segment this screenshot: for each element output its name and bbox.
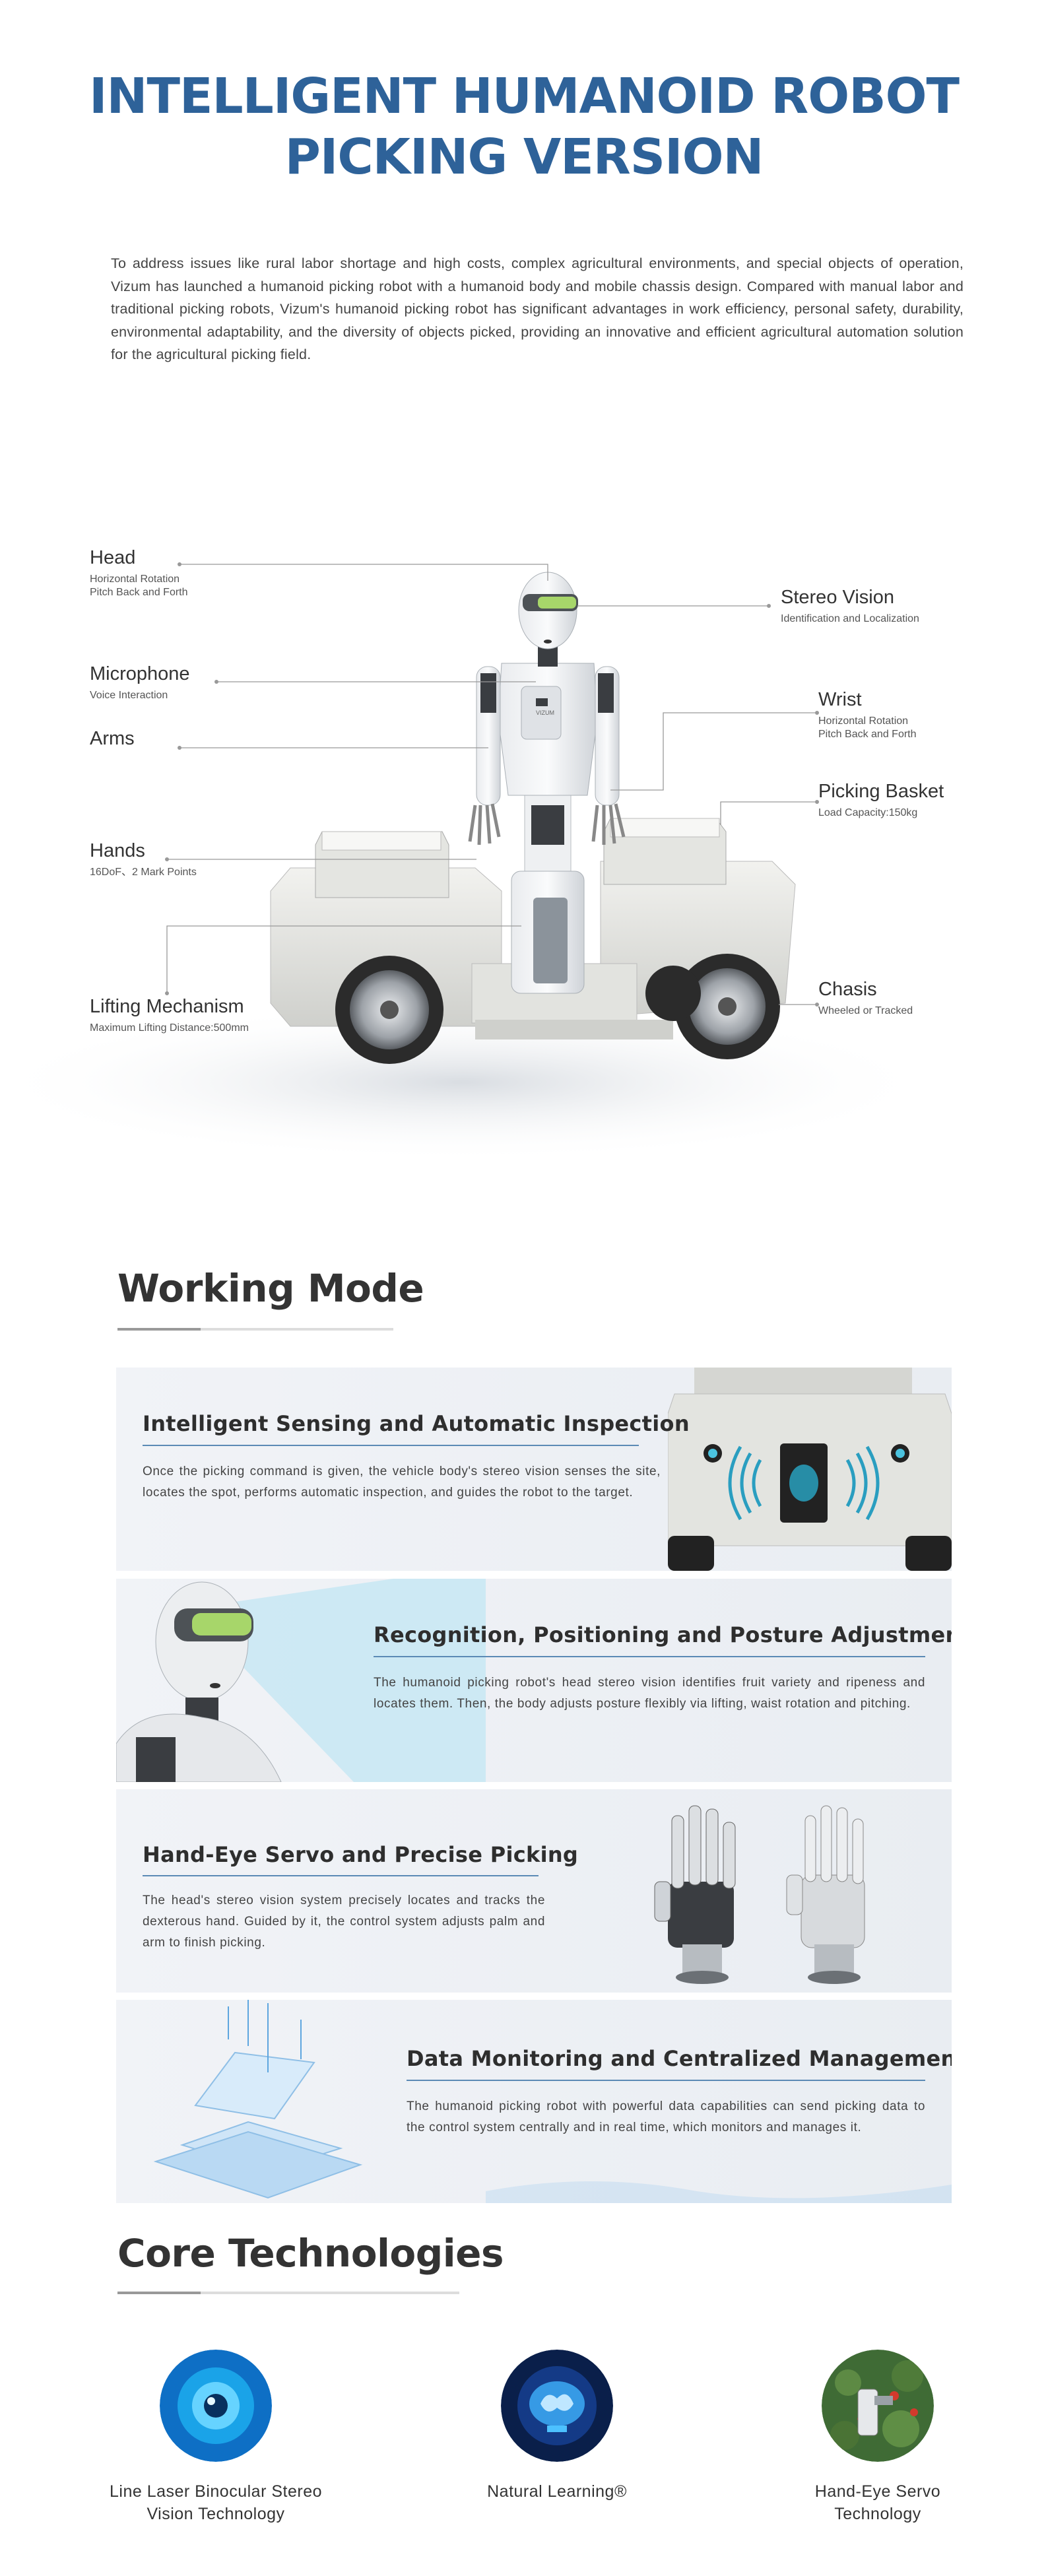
chassis [270, 861, 796, 1040]
label-hands-title: Hands [90, 840, 145, 861]
label-microphone-title: Microphone [90, 663, 190, 684]
brain-icon [501, 2350, 613, 2462]
tech-label-hand-eye-line2: Technology [834, 2505, 921, 2523]
mode-card-1-text: Once the picking command is given, the v… [143, 1465, 661, 1500]
mode-card-3-underline [143, 1875, 539, 1876]
mode-card-2-underline [374, 1656, 925, 1657]
tech-label-hand-eye-line1: Hand-Eye Servo [814, 2482, 941, 2501]
humanoid-robot [468, 572, 626, 994]
chassis-camera-image [668, 1368, 952, 1571]
tech-label-stereo-line2: Vision Technology [147, 2505, 285, 2523]
hand-eye-servo-icon [822, 2350, 934, 2462]
title-line-1: INTELLIGENT HUMANOID ROBOT [89, 68, 960, 125]
mode-card-4: Data Monitoring and Centralized Manageme… [116, 2000, 952, 2203]
mode-card-2: Recognition, Positioning and Posture Adj… [116, 1579, 952, 1782]
mode-card-1: Intelligent Sensing and Automatic Inspec… [116, 1368, 952, 1571]
tech-item-stereo-vision: Line Laser Binocular Stereo Vision Techn… [77, 2350, 354, 2525]
core-tech-divider [117, 2292, 459, 2294]
mode-card-2-title: Recognition, Positioning and Posture Adj… [374, 1622, 952, 1647]
label-wrist-sub2: Pitch Back and Forth [818, 729, 917, 740]
label-lifting-title: Lifting Mechanism [90, 996, 244, 1017]
mode-card-3-title: Hand-Eye Servo and Precise Picking [143, 1842, 579, 1867]
label-wrist-title: Wrist [818, 689, 862, 710]
mode-card-3-text: The head's stereo vision system precisel… [143, 1894, 545, 1950]
core-tech-title: Core Technologies [117, 2231, 504, 2276]
label-stereo-title: Stereo Vision [781, 587, 894, 608]
robot-diagram: VIZUM Head Horizontal Rotation Pitch Bac… [0, 502, 1048, 1162]
tech-label-natural-line1: Natural Learning® [487, 2482, 627, 2501]
label-wrist-sub1: Horizontal Rotation [818, 715, 909, 727]
robot-head-scan-image [116, 1579, 486, 1782]
tech-label-stereo: Line Laser Binocular Stereo Vision Techn… [77, 2480, 354, 2525]
label-lifting: Lifting Mechanism Maximum Lifting Distan… [90, 995, 249, 1035]
label-hands-sub1: 16DoF、2 Mark Points [90, 867, 197, 878]
label-head-sub2: Pitch Back and Forth [90, 587, 188, 598]
label-chasis-sub1: Wheeled or Tracked [818, 1005, 913, 1016]
label-wrist: Wrist Horizontal Rotation Pitch Back and… [818, 688, 917, 741]
mode-card-3: Hand-Eye Servo and Precise Picking The h… [116, 1789, 952, 1993]
working-mode-title: Working Mode [117, 1266, 424, 1311]
wheels [335, 954, 780, 1064]
dexterous-hands-image [654, 1805, 865, 1984]
label-chasis-title: Chasis [818, 979, 877, 1000]
tech-label-hand-eye: Hand-Eye Servo Technology [739, 2480, 1016, 2525]
black-hand [654, 1805, 736, 1984]
intro-paragraph: To address issues like rural labor short… [111, 255, 964, 362]
tech-label-natural-learning: Natural Learning® [418, 2480, 696, 2503]
mode-card-2-text: The humanoid picking robot's head stereo… [374, 1676, 925, 1711]
tech-item-hand-eye-servo: Hand-Eye Servo Technology [739, 2350, 1016, 2525]
tech-label-stereo-line1: Line Laser Binocular Stereo [109, 2482, 323, 2501]
title-line-2: PICKING VERSION [284, 129, 764, 185]
mode-card-1-title: Intelligent Sensing and Automatic Inspec… [143, 1411, 690, 1436]
label-picking-basket: Picking Basket Load Capacity:150kg [818, 780, 944, 820]
label-stereo-sub1: Identification and Localization [781, 613, 919, 624]
label-head: Head Horizontal Rotation Pitch Back and … [90, 546, 188, 599]
page-title: INTELLIGENT HUMANOID ROBOT PICKING VERSI… [0, 66, 1048, 187]
label-microphone-sub1: Voice Interaction [90, 690, 168, 701]
label-lifting-sub1: Maximum Lifting Distance:500mm [90, 1022, 249, 1034]
mode-card-4-underline [407, 2080, 925, 2081]
label-microphone: Microphone Voice Interaction [90, 663, 190, 702]
mode-card-1-underline [143, 1445, 639, 1446]
label-arms: Arms [90, 727, 135, 750]
label-basket-title: Picking Basket [818, 781, 944, 802]
robot-illustration [0, 562, 937, 1162]
silver-hand [786, 1805, 865, 1984]
label-arms-title: Arms [90, 728, 135, 749]
label-head-title: Head [90, 547, 136, 568]
leader-lines [165, 562, 819, 1007]
label-chasis: Chasis Wheeled or Tracked [818, 978, 913, 1018]
label-head-sub1: Horizontal Rotation [90, 574, 180, 585]
mode-card-4-text: The humanoid picking robot with powerful… [407, 2099, 925, 2134]
tech-item-natural-learning: Natural Learning® [418, 2350, 696, 2503]
label-basket-sub1: Load Capacity:150kg [818, 807, 918, 818]
stereo-vision-icon [160, 2350, 272, 2462]
robot-logo: VIZUM [536, 710, 554, 716]
label-hands: Hands 16DoF、2 Mark Points [90, 840, 197, 879]
mode-card-4-title: Data Monitoring and Centralized Manageme… [407, 2046, 952, 2071]
picking-baskets [315, 818, 727, 898]
working-mode-divider [117, 1328, 393, 1331]
label-stereo-vision: Stereo Vision Identification and Localiz… [781, 586, 919, 626]
data-monitoring-image [153, 2000, 952, 2203]
